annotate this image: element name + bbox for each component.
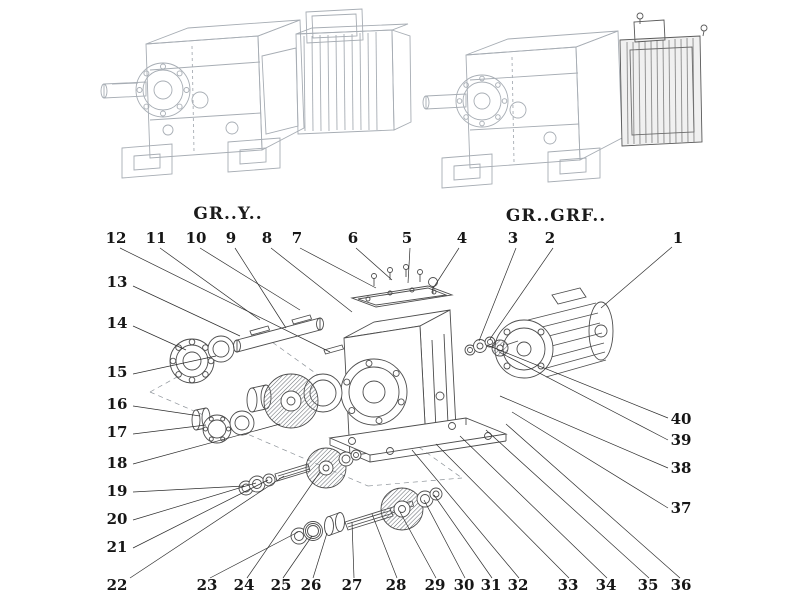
part-lower-left-bearings — [191, 407, 255, 444]
callout-15: 15 — [107, 363, 128, 381]
callout-22: 22 — [107, 576, 128, 594]
part-output-gear-shaft-cluster — [290, 487, 443, 545]
part-gear-housing — [328, 264, 508, 463]
callout-leader-lines — [119, 246, 681, 579]
callout-33: 33 — [558, 576, 579, 594]
callout-29: 29 — [425, 576, 446, 594]
callout-34: 34 — [596, 576, 617, 594]
callout-26: 26 — [301, 576, 322, 594]
model-label-gr-grf: GR..GRF.. — [506, 206, 606, 226]
callout-8: 8 — [262, 229, 272, 247]
callout-35: 35 — [638, 576, 659, 594]
callout-27: 27 — [342, 576, 363, 594]
callout-32: 32 — [508, 576, 529, 594]
callout-16: 16 — [107, 395, 128, 413]
assembled-view-gr-y — [100, 8, 412, 179]
callout-6: 6 — [348, 229, 358, 247]
callout-38: 38 — [671, 459, 692, 477]
callout-30: 30 — [454, 576, 475, 594]
callout-4: 4 — [457, 229, 467, 247]
part-motor — [494, 287, 614, 379]
callout-17: 17 — [107, 423, 128, 441]
part-large-gear — [246, 373, 343, 429]
callout-9: 9 — [226, 229, 236, 247]
part-intermediate-pinion-cluster — [238, 447, 362, 496]
callout-23: 23 — [197, 576, 218, 594]
callout-21: 21 — [107, 538, 128, 556]
fan-cover-box — [619, 12, 708, 147]
callout-11: 11 — [146, 229, 167, 247]
callout-36: 36 — [671, 576, 692, 594]
callout-12: 12 — [106, 229, 127, 247]
model-label-gr-y: GR..Y.. — [193, 204, 262, 224]
callout-31: 31 — [481, 576, 502, 594]
callout-numbers: 1 2 3 4 5 6 7 8 9 10 11 12 13 14 15 16 1… — [106, 229, 692, 594]
callout-3: 3 — [508, 229, 518, 247]
callout-25: 25 — [271, 576, 292, 594]
callout-18: 18 — [107, 454, 128, 472]
exploded-view — [149, 264, 614, 545]
callout-7: 7 — [292, 229, 302, 247]
callout-1: 1 — [673, 229, 683, 247]
callout-28: 28 — [386, 576, 407, 594]
assembled-view-gr-grf — [422, 12, 708, 189]
callout-37: 37 — [671, 499, 692, 517]
callout-5: 5 — [402, 229, 412, 247]
callout-20: 20 — [107, 510, 128, 528]
part-motor-side-washers — [464, 336, 519, 357]
callout-19: 19 — [107, 482, 128, 500]
callout-24: 24 — [234, 576, 255, 594]
callout-10: 10 — [186, 229, 207, 247]
part-input-shaft-assembly — [169, 314, 345, 384]
callout-40: 40 — [671, 410, 692, 428]
callout-13: 13 — [107, 273, 128, 291]
callout-39: 39 — [671, 431, 692, 449]
callout-2: 2 — [545, 229, 555, 247]
callout-14: 14 — [107, 314, 128, 332]
